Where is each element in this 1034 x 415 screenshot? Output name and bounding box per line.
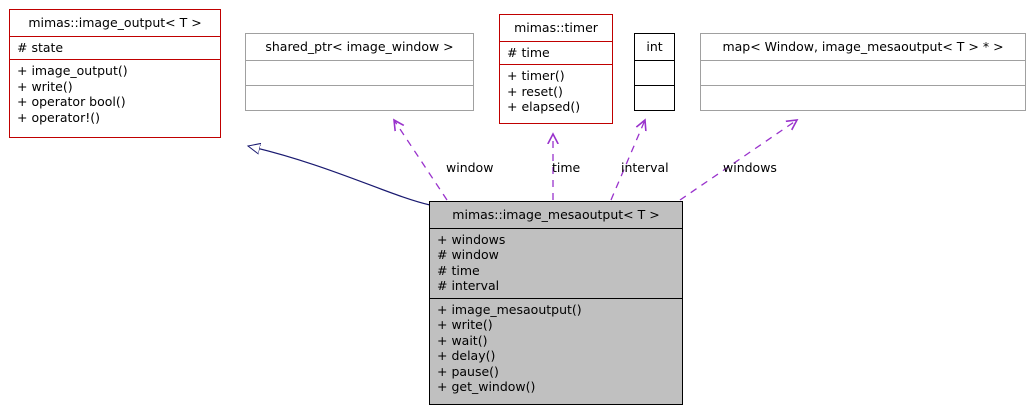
class-attributes-shared-ptr	[246, 61, 473, 85]
class-attributes-timer: # time	[500, 42, 612, 65]
class-attributes-image-output: # state	[10, 37, 220, 60]
compartment-divider	[635, 59, 674, 61]
edge-label-interval: interval	[621, 160, 669, 175]
attribute-row: # interval	[437, 278, 500, 293]
compartment-divider	[500, 64, 612, 65]
operation-row: + timer()	[507, 68, 565, 83]
operation-row: + reset()	[507, 83, 563, 99]
attribute-row: # state	[17, 39, 64, 55]
class-attributes-map	[701, 61, 1025, 85]
compartment-divider	[635, 84, 674, 86]
operation-row: + write()	[17, 78, 73, 94]
class-operations-timer: + timer() + reset() + elapsed()	[500, 65, 612, 123]
class-operations-image-mesaoutput: + image_mesaoutput() + write() + wait() …	[430, 299, 682, 405]
operation-row: + operator bool()	[17, 94, 126, 109]
compartment-divider	[10, 59, 220, 60]
class-title-image-mesaoutput: mimas::image_mesaoutput< T >	[452, 207, 660, 222]
class-title-shared-ptr: shared_ptr< image_window >	[265, 39, 454, 54]
operation-row: + delay()	[437, 348, 496, 363]
edge-label-window: window	[446, 160, 494, 175]
class-operations-shared-ptr	[246, 86, 473, 110]
operation-row: + pause()	[437, 363, 499, 379]
class-title-map: map< Window, image_mesaoutput< T > * >	[722, 39, 1004, 54]
operation-row: + write()	[437, 317, 493, 332]
compartment-divider	[246, 59, 473, 61]
operation-row: + wait()	[437, 332, 488, 348]
class-title-image-output: mimas::image_output< T >	[28, 15, 202, 30]
operation-row: + image_output()	[17, 63, 128, 78]
class-node-image-output[interactable]: mimas::image_output< T > # state + image…	[9, 9, 221, 138]
compartment-divider	[500, 40, 612, 42]
compartment-divider	[430, 297, 682, 299]
class-node-map[interactable]: map< Window, image_mesaoutput< T > * >	[700, 33, 1026, 111]
edge-label-windows: windows	[723, 160, 777, 175]
edge-inheritance	[248, 146, 431, 206]
class-node-shared-ptr[interactable]: shared_ptr< image_window >	[245, 33, 474, 111]
class-node-image-mesaoutput[interactable]: mimas::image_mesaoutput< T > + windows #…	[429, 201, 683, 405]
edge-label-time: time	[552, 160, 581, 175]
class-title-int: int	[646, 39, 663, 54]
class-attributes-int	[635, 61, 674, 85]
operation-row: + get_window()	[437, 379, 536, 394]
attribute-row: # window	[437, 247, 499, 262]
class-operations-image-output: + image_output() + write() + operator bo…	[10, 60, 220, 137]
operation-row: + operator!()	[17, 109, 100, 125]
compartment-divider	[246, 84, 473, 86]
attribute-row: # time	[437, 262, 480, 278]
class-attributes-image-mesaoutput: + windows # window # time # interval	[430, 229, 682, 298]
operation-row: + elapsed()	[507, 99, 581, 114]
compartment-divider	[701, 84, 1025, 86]
compartment-divider	[701, 59, 1025, 61]
class-title-timer: mimas::timer	[514, 20, 598, 35]
class-node-int[interactable]: int	[634, 33, 675, 111]
attribute-row: # time	[507, 44, 550, 60]
class-operations-int	[635, 86, 674, 110]
class-operations-map	[701, 86, 1025, 110]
operation-row: + image_mesaoutput()	[437, 301, 582, 317]
compartment-divider	[430, 227, 682, 229]
compartment-divider	[10, 35, 220, 37]
class-node-timer[interactable]: mimas::timer # time + timer() + reset() …	[499, 14, 613, 124]
attribute-row: + windows	[437, 231, 506, 247]
edge-window	[394, 120, 448, 201]
